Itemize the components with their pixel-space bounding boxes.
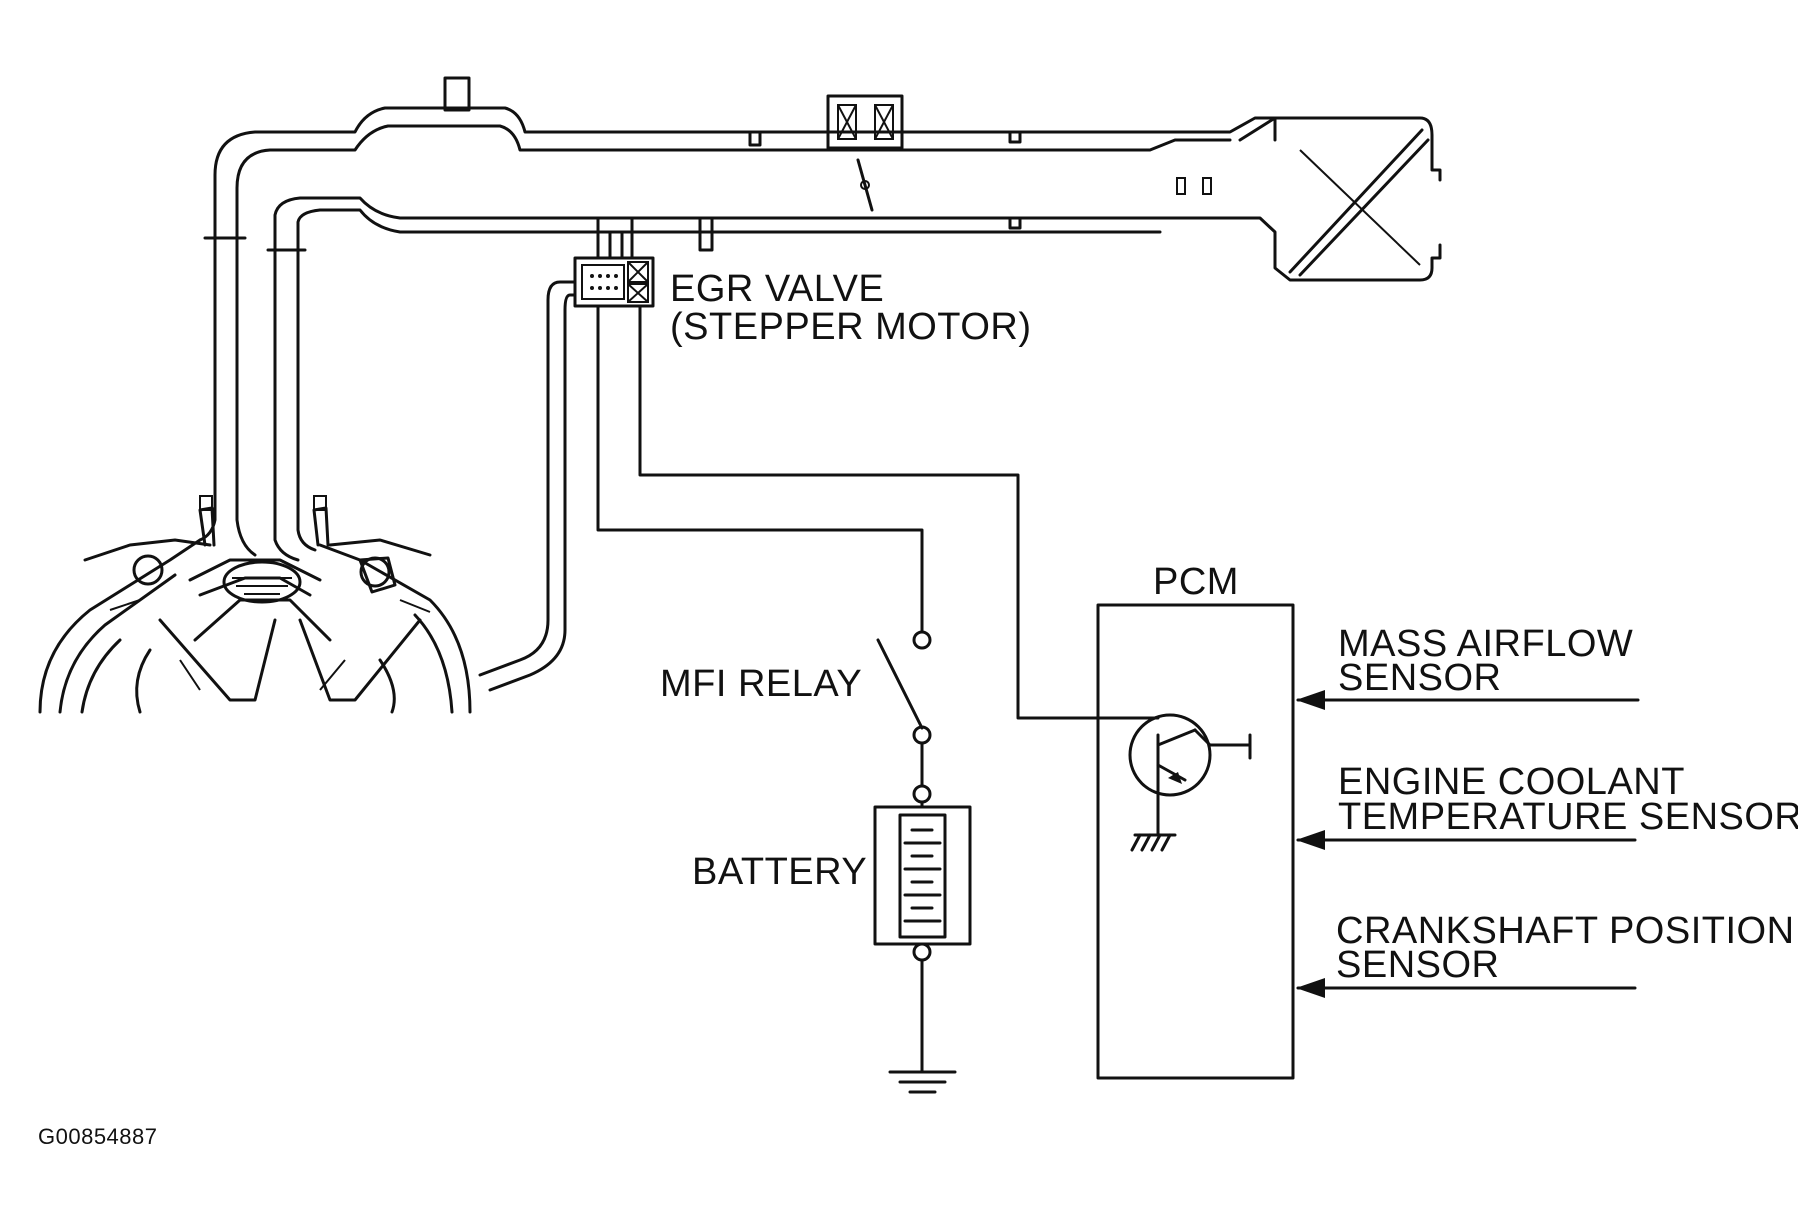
ect-sensor-label-line1: ENGINE COOLANT: [1338, 761, 1685, 803]
pcm-box: [1096, 603, 1295, 1080]
relay-contact-top: [912, 630, 932, 650]
relay-switch-arm: [876, 638, 924, 730]
throttle-body-box: [826, 94, 904, 150]
intake-duct-inner-lower: [296, 208, 1162, 247]
ckp-sensor-label-line1: CRANKSHAFT POSITION: [1336, 910, 1795, 952]
battery-box: [873, 805, 972, 946]
egr-wire-to-relay: [596, 304, 924, 632]
egr-valve-sublabel: (STEPPER MOTOR): [670, 306, 1032, 348]
air-cleaner: [1238, 116, 1442, 282]
mfi-relay-label: MFI RELAY: [660, 663, 863, 705]
pcm-transistor: [1128, 713, 1252, 852]
intake-duct-lower: [273, 196, 1277, 250]
ect-sensor-label-line2: TEMPERATURE SENSOR: [1338, 796, 1798, 838]
figure-code: G00854887: [38, 1124, 158, 1149]
intake-duct-upper: [213, 106, 1277, 237]
maf-sensor-label-line2: SENSOR: [1338, 657, 1502, 699]
egr-pipe: [478, 280, 577, 677]
pcm-label: PCM: [1153, 561, 1239, 603]
egr-wire-to-pcm: [638, 304, 1142, 720]
duct-top-stub: [443, 76, 471, 112]
ground-symbol: [888, 1070, 957, 1094]
ckp-sensor-label-line2: SENSOR: [1336, 944, 1500, 986]
battery-label: BATTERY: [692, 851, 868, 893]
air-filter: [1288, 128, 1424, 274]
egr-valve-label: EGR VALVE: [670, 268, 885, 310]
engine-illustration: [38, 495, 472, 714]
intake-duct-inner-upper: [235, 124, 1232, 237]
throttle-plate: [856, 158, 874, 212]
maf-sensor-label-line1: MASS AIRFLOW: [1338, 623, 1634, 665]
